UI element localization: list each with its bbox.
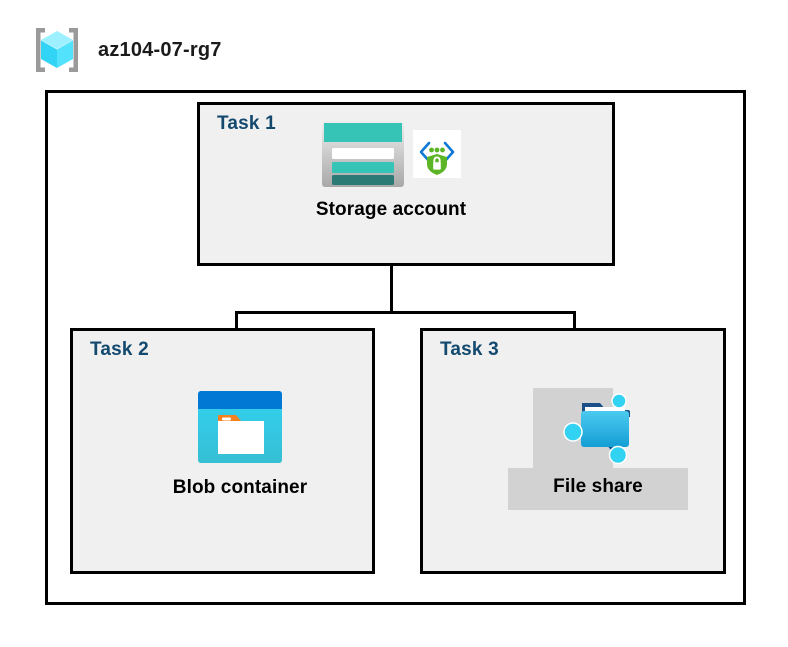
task-label-task1: Task 1 xyxy=(217,113,276,134)
security-shield-lock-icon xyxy=(413,130,461,178)
connector-storage-stem xyxy=(390,222,393,314)
task-box-task1[interactable]: Task 1 xyxy=(197,102,615,266)
blob-container-icon xyxy=(197,390,283,464)
resource-group-cube-icon xyxy=(30,24,84,76)
connector-horizontal-bus xyxy=(235,311,576,314)
node-file-share[interactable]: File share xyxy=(500,383,696,498)
resource-group-header: az104-07-rg7 xyxy=(30,24,222,76)
node-storage-account[interactable]: Storage account xyxy=(286,120,496,221)
storage-account-icon-row xyxy=(321,120,461,188)
task-label-task3: Task 3 xyxy=(440,339,499,360)
node-caption-blob-container: Blob container xyxy=(172,477,308,498)
task-label-task2: Task 2 xyxy=(90,339,149,360)
storage-account-icon xyxy=(321,120,405,188)
node-blob-container[interactable]: Blob container xyxy=(140,390,340,499)
node-caption-storage-account: Storage account xyxy=(315,199,467,220)
node-caption-file-share: File share xyxy=(553,476,643,497)
file-share-icon xyxy=(552,383,644,469)
resource-group-name: az104-07-rg7 xyxy=(98,38,222,61)
file-share-label-selection-highlight xyxy=(508,468,688,510)
